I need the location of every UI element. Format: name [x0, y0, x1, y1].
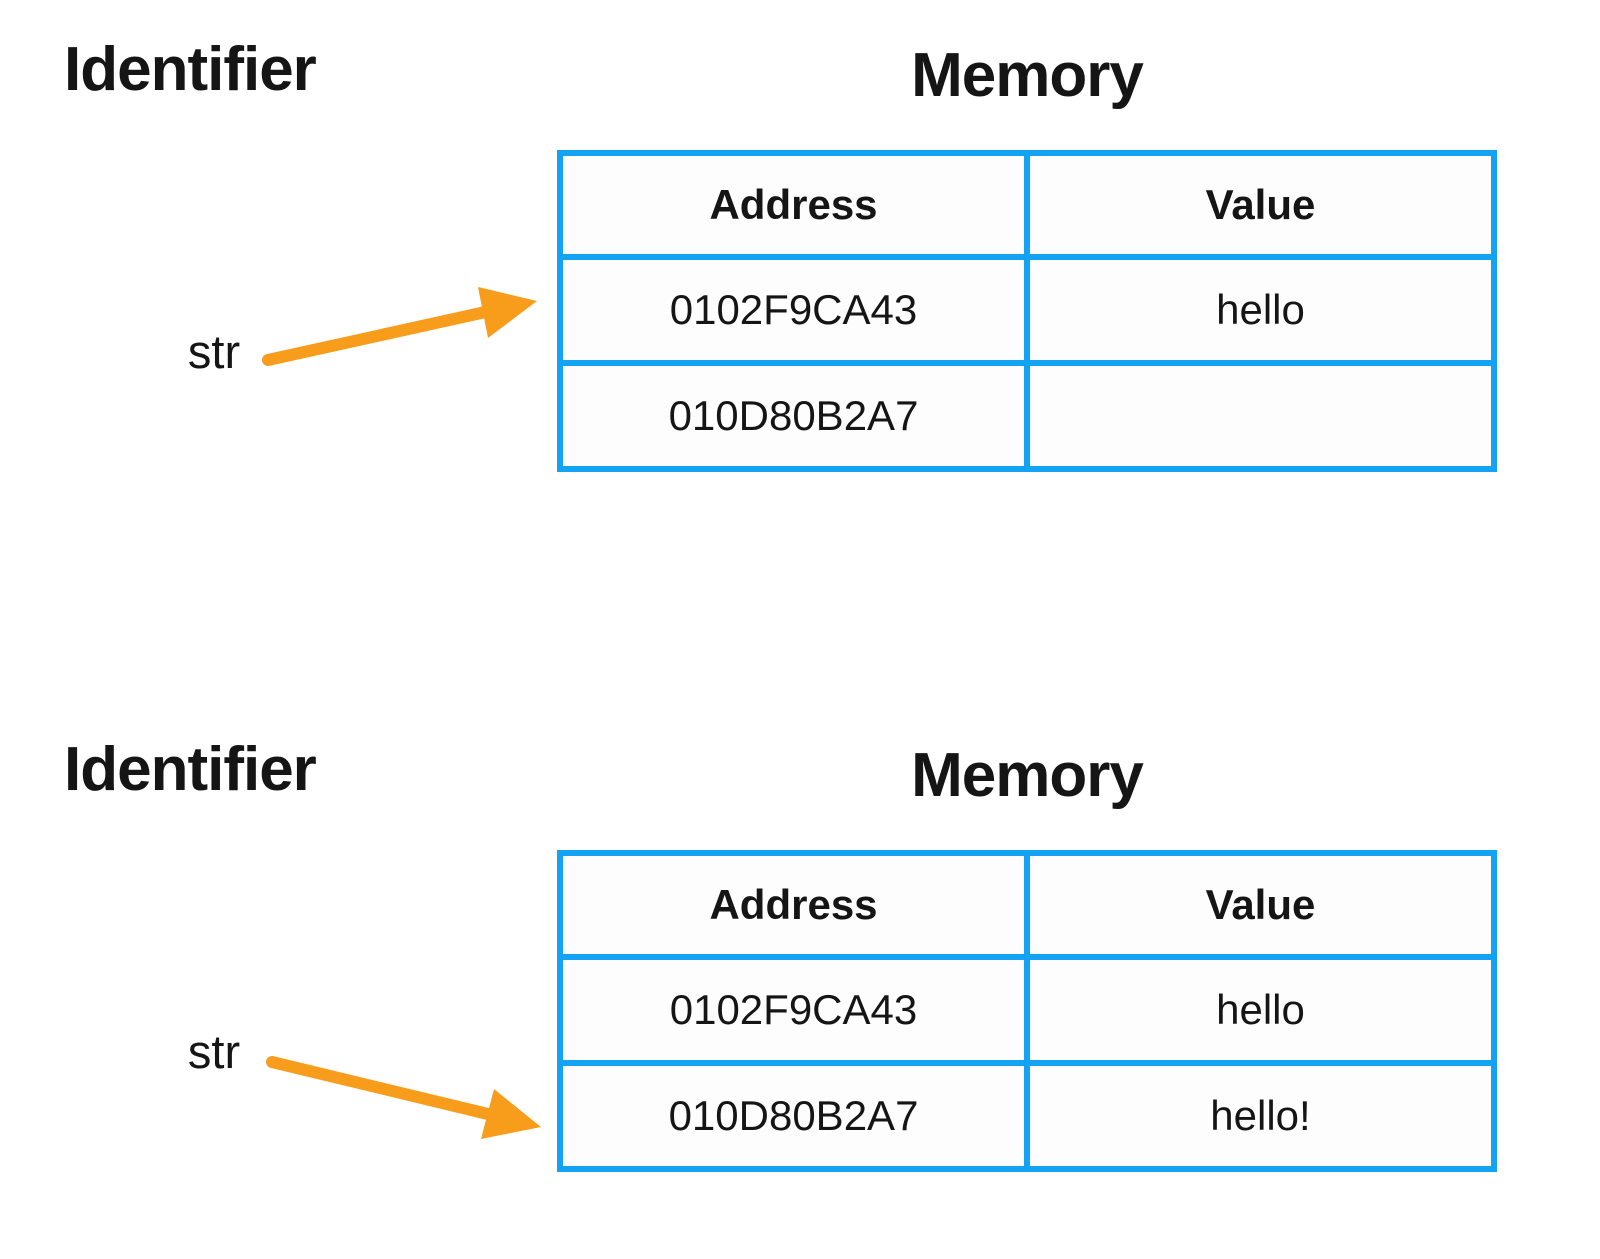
- value-column-header: Value: [1030, 156, 1491, 254]
- table-row: 010D80B2A7 hello!: [563, 1066, 1491, 1166]
- memory-table: Address Value 0102F9CA43 hello 010D80B2A…: [557, 150, 1497, 472]
- value-cell: hello: [1030, 260, 1491, 360]
- memory-heading: Memory: [911, 41, 1144, 110]
- value-cell: [1030, 366, 1491, 466]
- address-column-header: Address: [563, 156, 1024, 254]
- identifier-str-label: str: [187, 1025, 241, 1078]
- address-cell: 010D80B2A7: [563, 366, 1024, 466]
- table-row: 0102F9CA43 hello: [563, 260, 1491, 360]
- panel-after-assignment: Identifier Memory Address Value 0102F9CA…: [0, 700, 1600, 1259]
- address-cell: 0102F9CA43: [563, 260, 1024, 360]
- address-cell: 0102F9CA43: [563, 960, 1024, 1060]
- table-row: 010D80B2A7: [563, 366, 1491, 466]
- value-cell: hello: [1030, 960, 1491, 1060]
- address-cell: 010D80B2A7: [563, 1066, 1024, 1166]
- table-header-row: Address Value: [563, 856, 1491, 954]
- panel-before-assignment: Identifier Memory Address Value 0102F9CA…: [0, 0, 1600, 620]
- table-header-row: Address Value: [563, 156, 1491, 254]
- value-cell: hello!: [1030, 1066, 1491, 1166]
- memory-heading: Memory: [911, 741, 1144, 810]
- address-column-header: Address: [563, 856, 1024, 954]
- identifier-heading: Identifier: [64, 735, 317, 804]
- identifier-str-label: str: [187, 325, 241, 378]
- memory-table: Address Value 0102F9CA43 hello 010D80B2A…: [557, 850, 1497, 1172]
- table-row: 0102F9CA43 hello: [563, 960, 1491, 1060]
- identifier-heading: Identifier: [64, 35, 317, 104]
- value-column-header: Value: [1030, 856, 1491, 954]
